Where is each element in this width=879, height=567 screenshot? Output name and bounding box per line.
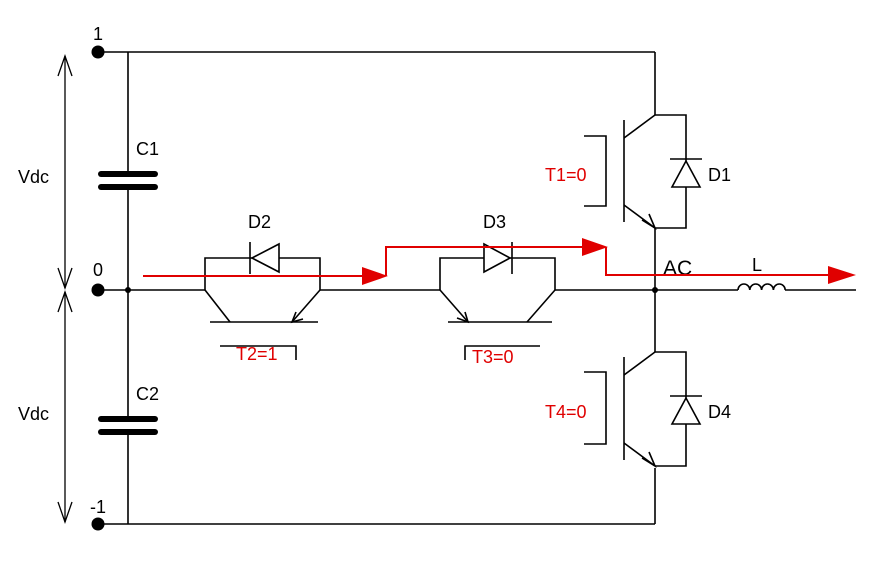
node-label-ac: AC	[663, 257, 692, 280]
current-path	[143, 238, 856, 285]
vdc-lower-arrow	[57, 290, 73, 524]
diode-d4-icon	[670, 396, 702, 425]
switch-t1-state: T1=0	[545, 165, 587, 185]
terminal-bottom[interactable]	[91, 517, 105, 531]
diode-d1-label: D1	[708, 165, 731, 185]
diode-d4	[655, 351, 702, 467]
junction-mid	[125, 287, 131, 293]
switch-t2-state: T2=1	[236, 344, 278, 364]
switch-t3-state: T3=0	[472, 347, 514, 367]
switch-t4[interactable]	[584, 351, 657, 469]
diode-d1	[655, 114, 702, 229]
diode-d1-icon	[670, 159, 702, 188]
diode-d3-label: D3	[483, 212, 506, 232]
switch-t2[interactable]	[204, 289, 321, 360]
capacitor-c2	[98, 416, 158, 435]
dc-bus-wires	[98, 51, 856, 525]
diode-d3	[439, 242, 556, 290]
diode-d4-label: D4	[708, 402, 731, 422]
diode-d3-icon	[483, 242, 512, 274]
terminal-top[interactable]	[91, 45, 105, 59]
diode-d2-icon	[250, 242, 280, 274]
capacitor-c2-label: C2	[136, 384, 159, 404]
vdc-lower-label: Vdc	[18, 404, 49, 424]
switch-t1[interactable]	[584, 114, 657, 231]
vdc-upper-label: Vdc	[18, 167, 49, 187]
junction-ac	[652, 287, 658, 293]
node-label-mid: 0	[93, 260, 103, 280]
inductor-l-label: L	[752, 255, 762, 275]
capacitor-c1	[98, 171, 158, 190]
node-label-bottom: -1	[90, 497, 106, 517]
diode-d2-label: D2	[248, 212, 271, 232]
switch-t3[interactable]	[439, 289, 556, 360]
node-label-top: 1	[93, 24, 103, 44]
inductor-l	[737, 283, 786, 291]
switch-t4-state: T4=0	[545, 402, 587, 422]
vdc-upper-arrow	[57, 54, 73, 290]
diode-d2	[204, 242, 321, 290]
terminal-mid[interactable]	[91, 283, 105, 297]
capacitor-c1-label: C1	[136, 139, 159, 159]
